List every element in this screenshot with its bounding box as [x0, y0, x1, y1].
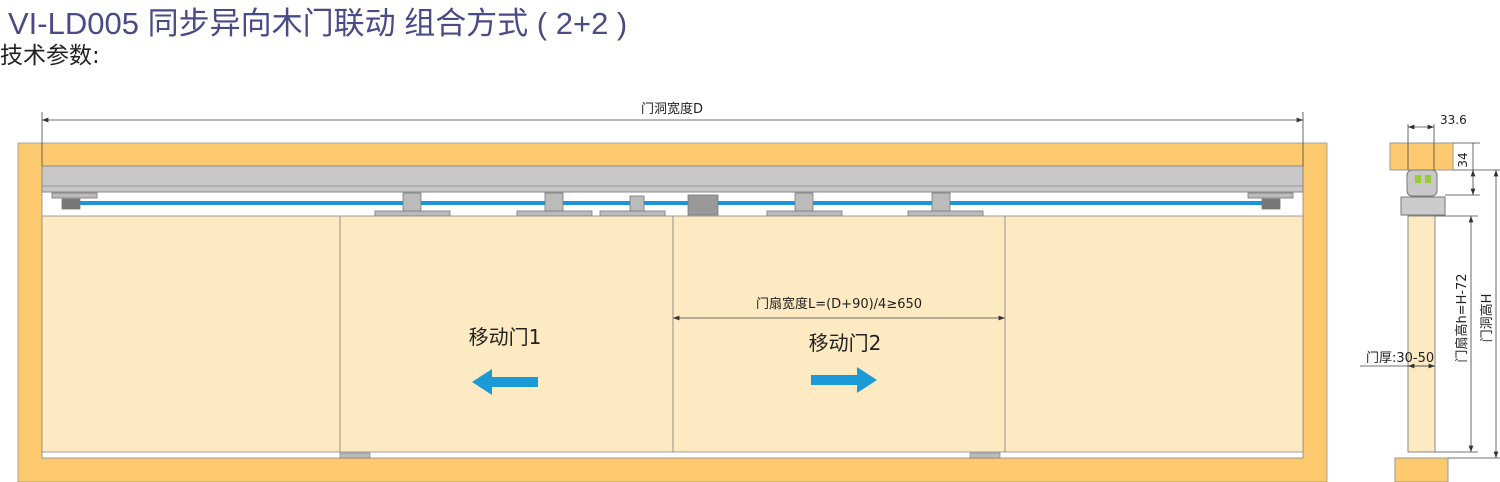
opening-width-label: 门洞宽度D: [641, 101, 703, 117]
doors: [41, 215, 1304, 453]
moving-door-2-label: 移动门2: [809, 331, 882, 355]
moving-door-1: [339, 215, 674, 453]
moving-door-1-label: 移动门1: [469, 325, 542, 349]
hangers: [51, 192, 1294, 217]
side-top-label: 34: [1456, 152, 1470, 167]
floor-guides: [339, 452, 1001, 459]
opening-height-label: 门洞高H: [1479, 294, 1495, 343]
arrow-right-icon: [811, 367, 877, 393]
arrow-left-icon: [472, 369, 538, 395]
subtitle: 技术参数:: [0, 43, 100, 69]
leaf-width-label: 门扇宽度L=(D+90)/4≥650: [756, 296, 922, 312]
sync-belt: [70, 201, 1270, 205]
opening-width-dimension: [41, 112, 1304, 166]
fixed-door-right: [1004, 215, 1304, 453]
thickness-label: 门厚:30-50: [1366, 351, 1434, 366]
moving-door-2: [672, 215, 1006, 453]
track: [41, 165, 1304, 193]
leaf-height-label: 门扇高h=H-72: [1454, 273, 1470, 362]
page-title: VI-LD005 同步异向木门联动 组合方式 ( 2+2 ): [8, 6, 628, 41]
side-width-label: 33.6: [1440, 113, 1467, 127]
fixed-door-left: [41, 215, 341, 453]
side-view: [1360, 124, 1500, 482]
